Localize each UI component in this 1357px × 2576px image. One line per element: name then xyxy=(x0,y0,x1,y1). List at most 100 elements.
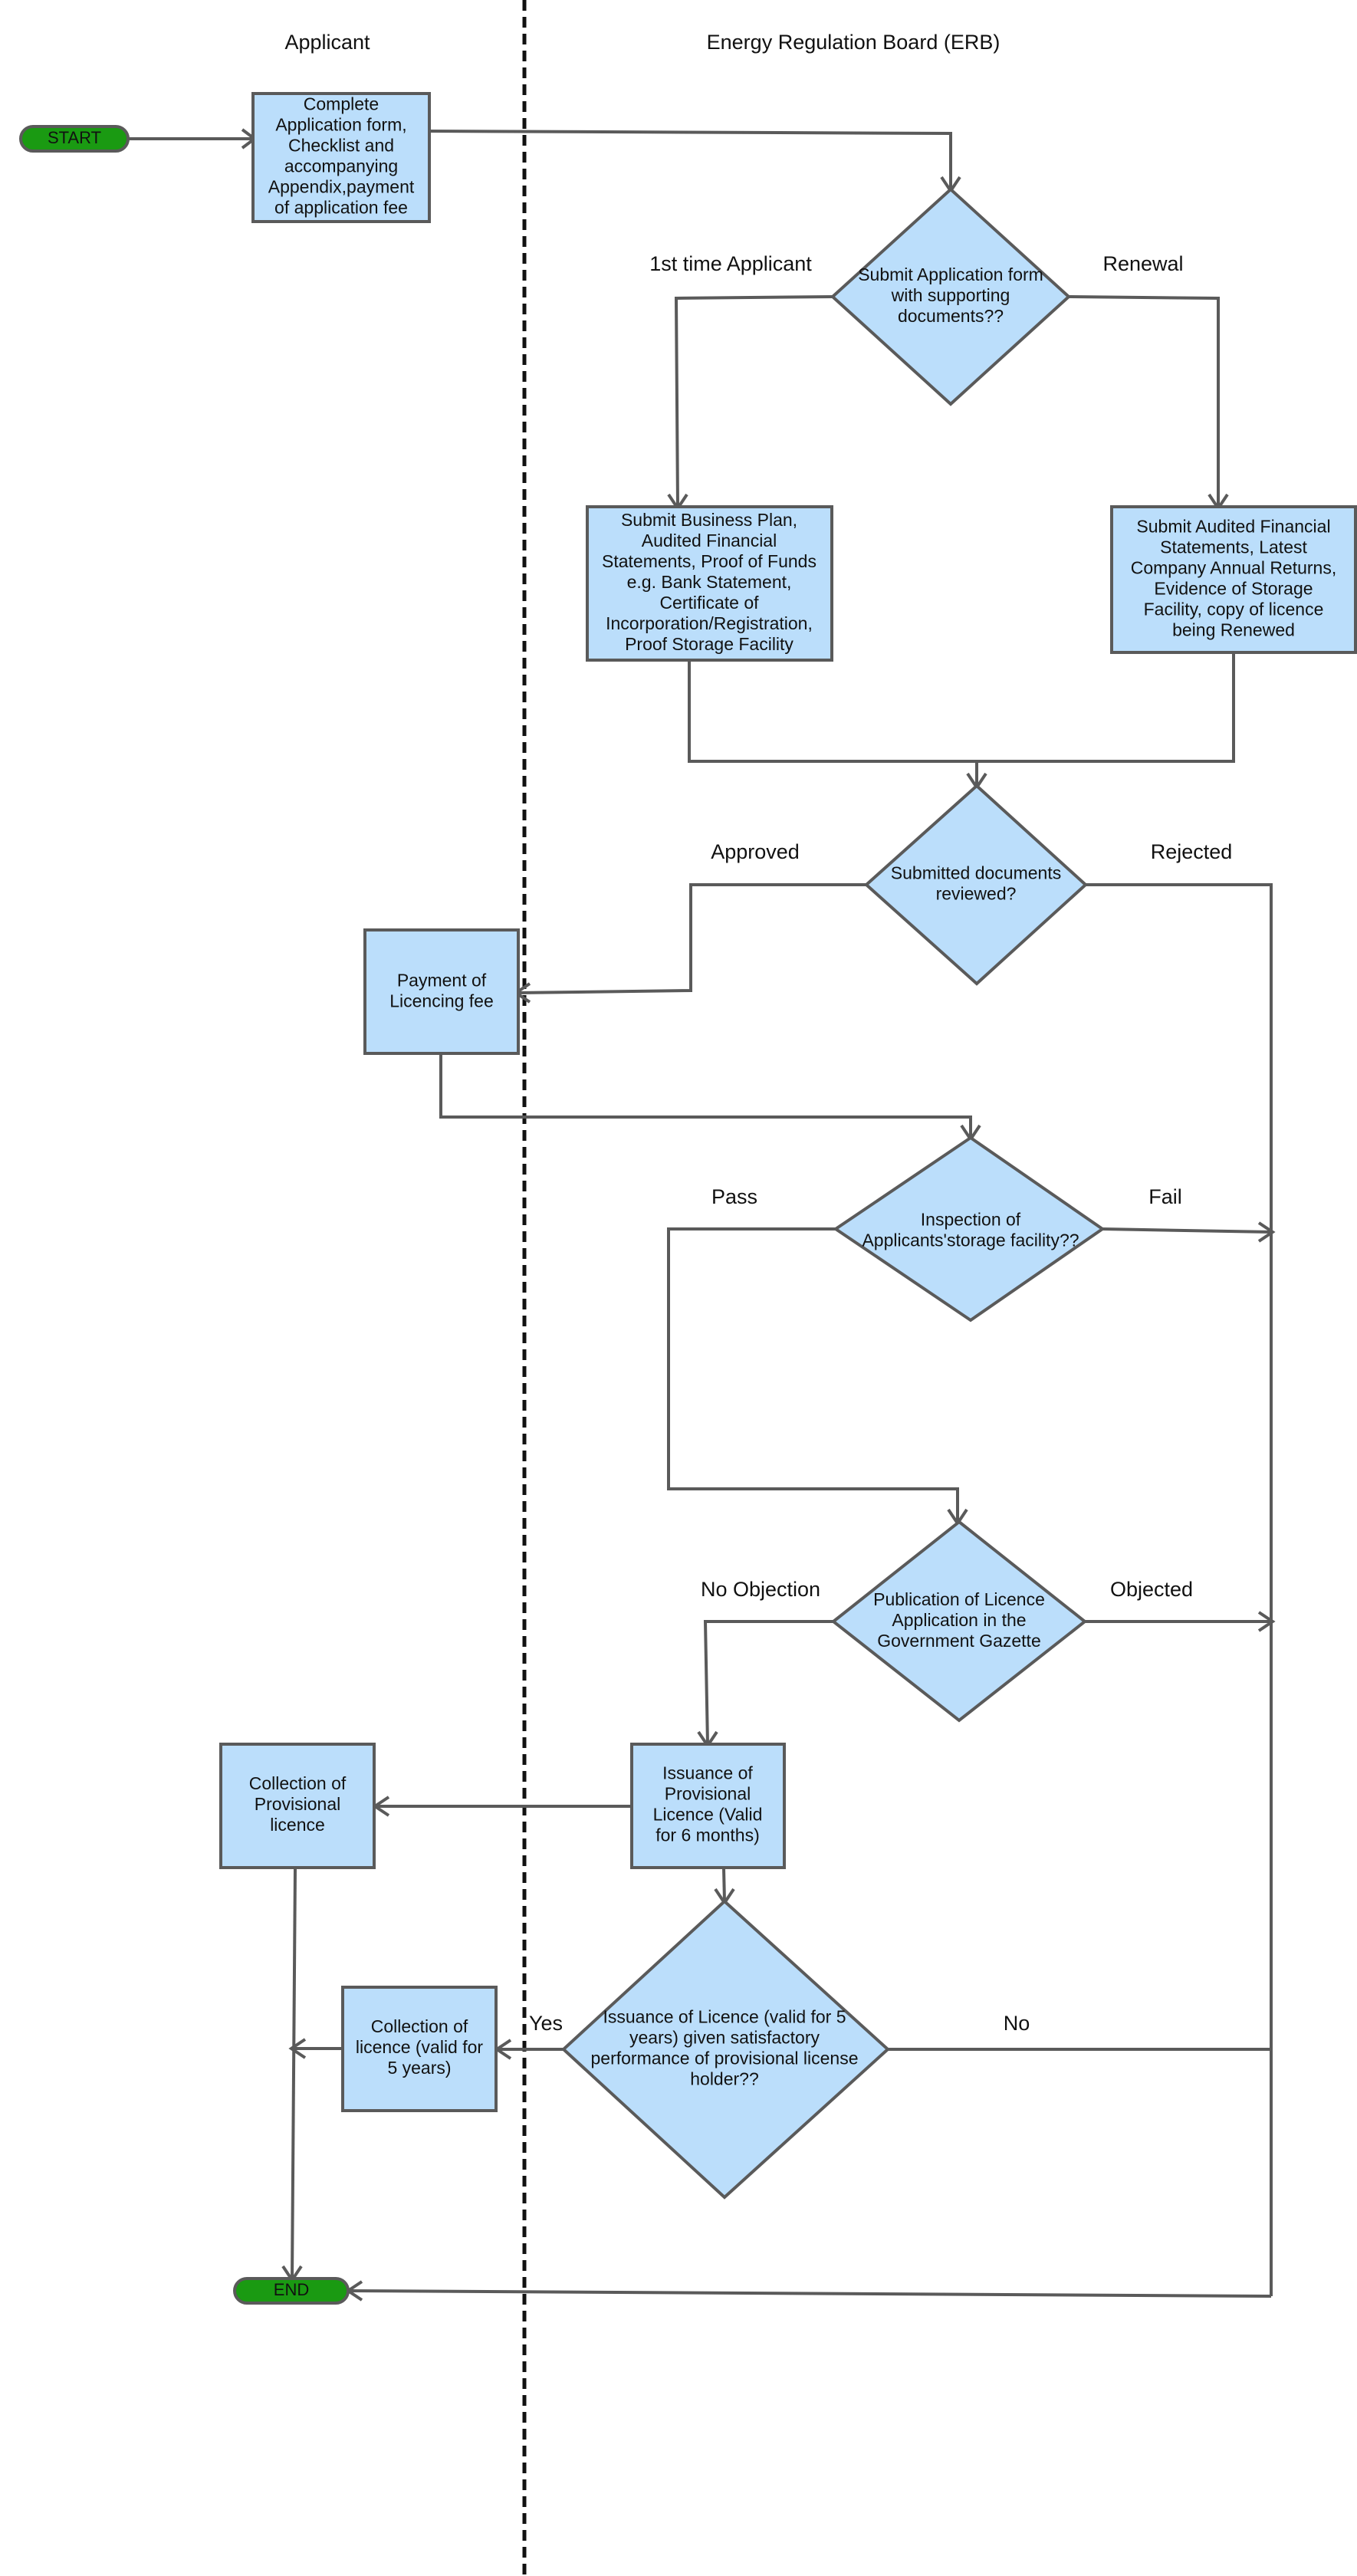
start-text: START xyxy=(48,128,101,147)
node-text-line: Provisional xyxy=(255,1794,341,1814)
lane-label-applicant: Applicant xyxy=(284,31,370,54)
node-text-line: Provisional xyxy=(665,1784,751,1804)
node-text-line: Collection of xyxy=(371,2016,468,2036)
edge-label-fail: Fail xyxy=(1148,1185,1182,1208)
node-text-line: Facility, copy of licence xyxy=(1144,600,1324,619)
edge-label-rejected: Rejected xyxy=(1151,840,1233,863)
node-text-line: START xyxy=(48,128,101,147)
publication-decision xyxy=(830,1520,1088,1723)
edge-label-yes: Yes xyxy=(529,2012,563,2035)
node-text-line: Issuance of Licence (valid for 5 xyxy=(603,2007,846,2027)
edge-payment-to-inspection xyxy=(439,1053,972,1138)
end-text: END xyxy=(274,2280,309,2299)
node-text-line: Application in the xyxy=(892,1610,1026,1630)
end-terminal xyxy=(233,2277,350,2305)
node-text-line: Complete xyxy=(304,94,379,114)
edge-docs-merge xyxy=(688,652,1235,763)
edge-review-rejected-trunk xyxy=(1086,883,1273,2296)
collection-licence-box xyxy=(341,1986,498,2112)
licence-issuance-decision xyxy=(561,1899,890,2200)
node-text-line: Audited Financial xyxy=(642,531,777,550)
node-text-line: 5 years) xyxy=(387,2058,451,2078)
node-text-line: Checklist and xyxy=(288,136,394,156)
node-text-line: Proof Storage Facility xyxy=(625,634,794,654)
renewal-documents-box xyxy=(1110,505,1357,654)
edge-inspection-fail xyxy=(1102,1227,1272,1234)
start-terminal xyxy=(19,125,130,153)
node-text-line: for 6 months) xyxy=(656,1825,760,1845)
edge-label-renewal: Renewal xyxy=(1102,252,1183,275)
node-text-line: Submit Audited Financial xyxy=(1136,517,1330,537)
provisional-issuance-box xyxy=(630,1743,786,1869)
node-text-line: Publication of Licence xyxy=(873,1589,1045,1609)
edge-rejections-to-end xyxy=(349,2289,1272,2298)
documents-review-decision xyxy=(864,784,1088,986)
edge-collection-to-end xyxy=(291,1868,297,2279)
edge-publication-no-objection xyxy=(703,1620,833,1745)
node-text-line: performance of provisional license xyxy=(590,2049,858,2068)
node-text-line: Collection of xyxy=(249,1773,347,1793)
inspection-decision xyxy=(833,1135,1106,1322)
arrowhead xyxy=(1257,1611,1276,1632)
node-text-line: being Renewed xyxy=(1172,620,1295,640)
node-text-line: licence (valid for xyxy=(356,2037,484,2057)
node-text-line: Issuance of xyxy=(662,1763,753,1783)
edge-label-pass: Pass xyxy=(711,1185,757,1208)
collection-provisional-box xyxy=(219,1743,376,1869)
payment-fee-box xyxy=(363,928,520,1055)
edge-submit-to-renewal xyxy=(1068,295,1220,507)
edge-inspection-pass xyxy=(667,1227,959,1522)
arrowhead xyxy=(1257,1221,1276,1243)
node-text-line: e.g. Bank Statement, xyxy=(627,572,792,592)
node-text-line: Evidence of Storage xyxy=(1154,579,1313,599)
node-text-line: Certificate of xyxy=(659,593,759,613)
arrowhead xyxy=(288,2038,307,2059)
node-text-line: Licencing fee xyxy=(389,991,494,1011)
edge-submit-to-firsttime xyxy=(674,295,833,508)
node-text-line: Submit Business Plan, xyxy=(621,510,797,530)
lane-label-erb: Energy Regulation Board (ERB) xyxy=(707,31,1001,54)
node-text-line: accompanying xyxy=(284,156,398,176)
node-text-line: Incorporation/Registration, xyxy=(606,613,813,633)
node-text-line: Government Gazette xyxy=(877,1631,1041,1651)
node-text-line: Company Annual Returns, xyxy=(1131,558,1337,578)
edge-label-first-time: 1st time Applicant xyxy=(649,252,812,275)
node-text-line: holder?? xyxy=(690,2069,759,2089)
node-text-line: Submitted documents xyxy=(891,863,1061,883)
submit-application-decision xyxy=(830,187,1071,406)
node-text-line: licence xyxy=(270,1815,325,1835)
edge-label-no-objection: No Objection xyxy=(701,1578,820,1601)
edge-label-approved: Approved xyxy=(711,840,800,863)
first-time-docs-text: Submit Business Plan,Audited FinancialSt… xyxy=(602,510,816,654)
node-text-line: Licence (Valid xyxy=(653,1805,763,1825)
node-text-line: Applicants'storage facility?? xyxy=(862,1230,1079,1250)
connectors xyxy=(129,130,1273,2298)
node-text-line: of application fee xyxy=(274,198,408,218)
node-text-line: Submit Application form xyxy=(858,264,1043,284)
node-text-line: Appendix,payment xyxy=(268,177,415,197)
node-text-line: END xyxy=(274,2280,309,2299)
edge-label-no: No xyxy=(1004,2012,1030,2035)
first-time-documents-box xyxy=(586,505,833,662)
node-text-line: Payment of xyxy=(397,971,487,991)
node-text-line: reviewed? xyxy=(936,884,1017,904)
edge-review-approved xyxy=(517,883,866,994)
node-text-line: Application form, xyxy=(275,115,406,135)
node-text-line: Statements, Latest xyxy=(1160,537,1307,557)
node-text-line: years) given satisfactory xyxy=(629,2028,820,2048)
node-text-line: documents?? xyxy=(898,306,1004,326)
edge-label-objected: Objected xyxy=(1110,1578,1193,1601)
edge-application-to-submit xyxy=(429,130,952,189)
node-text-line: with supporting xyxy=(891,285,1010,305)
